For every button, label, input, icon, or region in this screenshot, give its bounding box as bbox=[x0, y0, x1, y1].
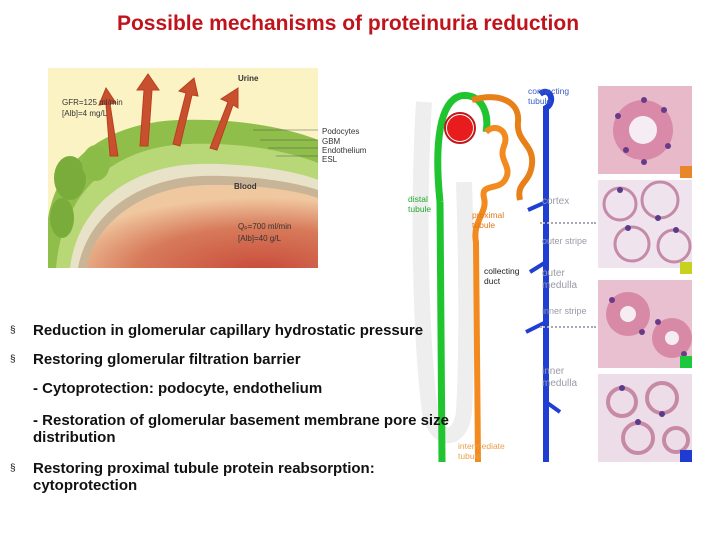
sub-item: - Restoration of glomerular basement mem… bbox=[33, 412, 449, 446]
urine-albumin-label: [Alb]=4 mg/L bbox=[62, 109, 108, 118]
bullet-text: Restoring glomerular filtration barrier bbox=[33, 351, 301, 368]
outer-stripe-label: outer stripe bbox=[542, 236, 588, 246]
bullet-marker: § bbox=[10, 354, 16, 365]
blood-label: Blood bbox=[234, 182, 257, 191]
glomerulus-illustration bbox=[48, 68, 318, 268]
bullet-text: Reduction in glomerular capillary hydros… bbox=[33, 322, 424, 339]
plasma-flow-label: Qₚ=700 ml/min bbox=[238, 222, 292, 231]
bullet-item: § Restoring proximal tubule protein reab… bbox=[10, 460, 453, 494]
blood-albumin-label: [Alb]=40 g/L bbox=[238, 234, 281, 243]
bullet-marker: § bbox=[10, 325, 16, 336]
histology-image-outer-medulla bbox=[598, 280, 692, 368]
slide-title: Possible mechanisms of proteinuria reduc… bbox=[116, 12, 580, 35]
outer-medulla-color-marker bbox=[680, 356, 692, 368]
distal-tubule-label: distal tubule bbox=[408, 194, 432, 214]
bullet-marker: § bbox=[10, 463, 16, 474]
intermediate-tubule-label: intermediate tubule bbox=[458, 441, 505, 461]
cortex-color-marker bbox=[680, 166, 692, 178]
histology-image-inner-medulla bbox=[598, 374, 692, 462]
inner-medulla-color-marker bbox=[680, 450, 692, 462]
outer-stripe-color-marker bbox=[680, 262, 692, 274]
gbm-label: GBM bbox=[322, 137, 341, 146]
proximal-tubule-label: proximal tubule bbox=[472, 210, 505, 230]
urine-label: Urine bbox=[238, 74, 259, 83]
histology-image-outer-stripe bbox=[598, 180, 692, 268]
esl-label: ESL bbox=[322, 155, 338, 164]
endothelium-label: Endothelium bbox=[322, 146, 367, 155]
bullet-item: § Restoring glomerular filtration barrie… bbox=[10, 351, 301, 368]
nephron-diagram bbox=[412, 88, 562, 462]
glomerulus-figure: Urine GFR=125 ml/min [Alb]=4 mg/L Blood … bbox=[48, 68, 318, 268]
inner-stripe-label: inner stripe bbox=[542, 306, 587, 316]
sub-item: - Cytoprotection: podocyte, endothelium bbox=[33, 380, 323, 397]
inner-medulla-label: inner medulla bbox=[542, 366, 578, 389]
podocytes-label: Podocytes bbox=[322, 127, 360, 136]
medulla-boundary bbox=[540, 326, 596, 328]
histology-image-cortex bbox=[598, 86, 692, 174]
bullet-text: Restoring proximal tubule protein reabso… bbox=[33, 460, 375, 494]
collecting-duct-label: collecting duct bbox=[484, 266, 520, 286]
outer-medulla-label: outer medulla bbox=[542, 268, 578, 291]
cortex-zone-label: cortex bbox=[542, 196, 570, 207]
connecting-tubule-label: connecting tubule bbox=[528, 86, 570, 106]
gfr-label: GFR=125 ml/min bbox=[62, 98, 123, 107]
bullet-item: § Reduction in glomerular capillary hydr… bbox=[10, 322, 423, 339]
cortex-boundary bbox=[540, 222, 596, 224]
